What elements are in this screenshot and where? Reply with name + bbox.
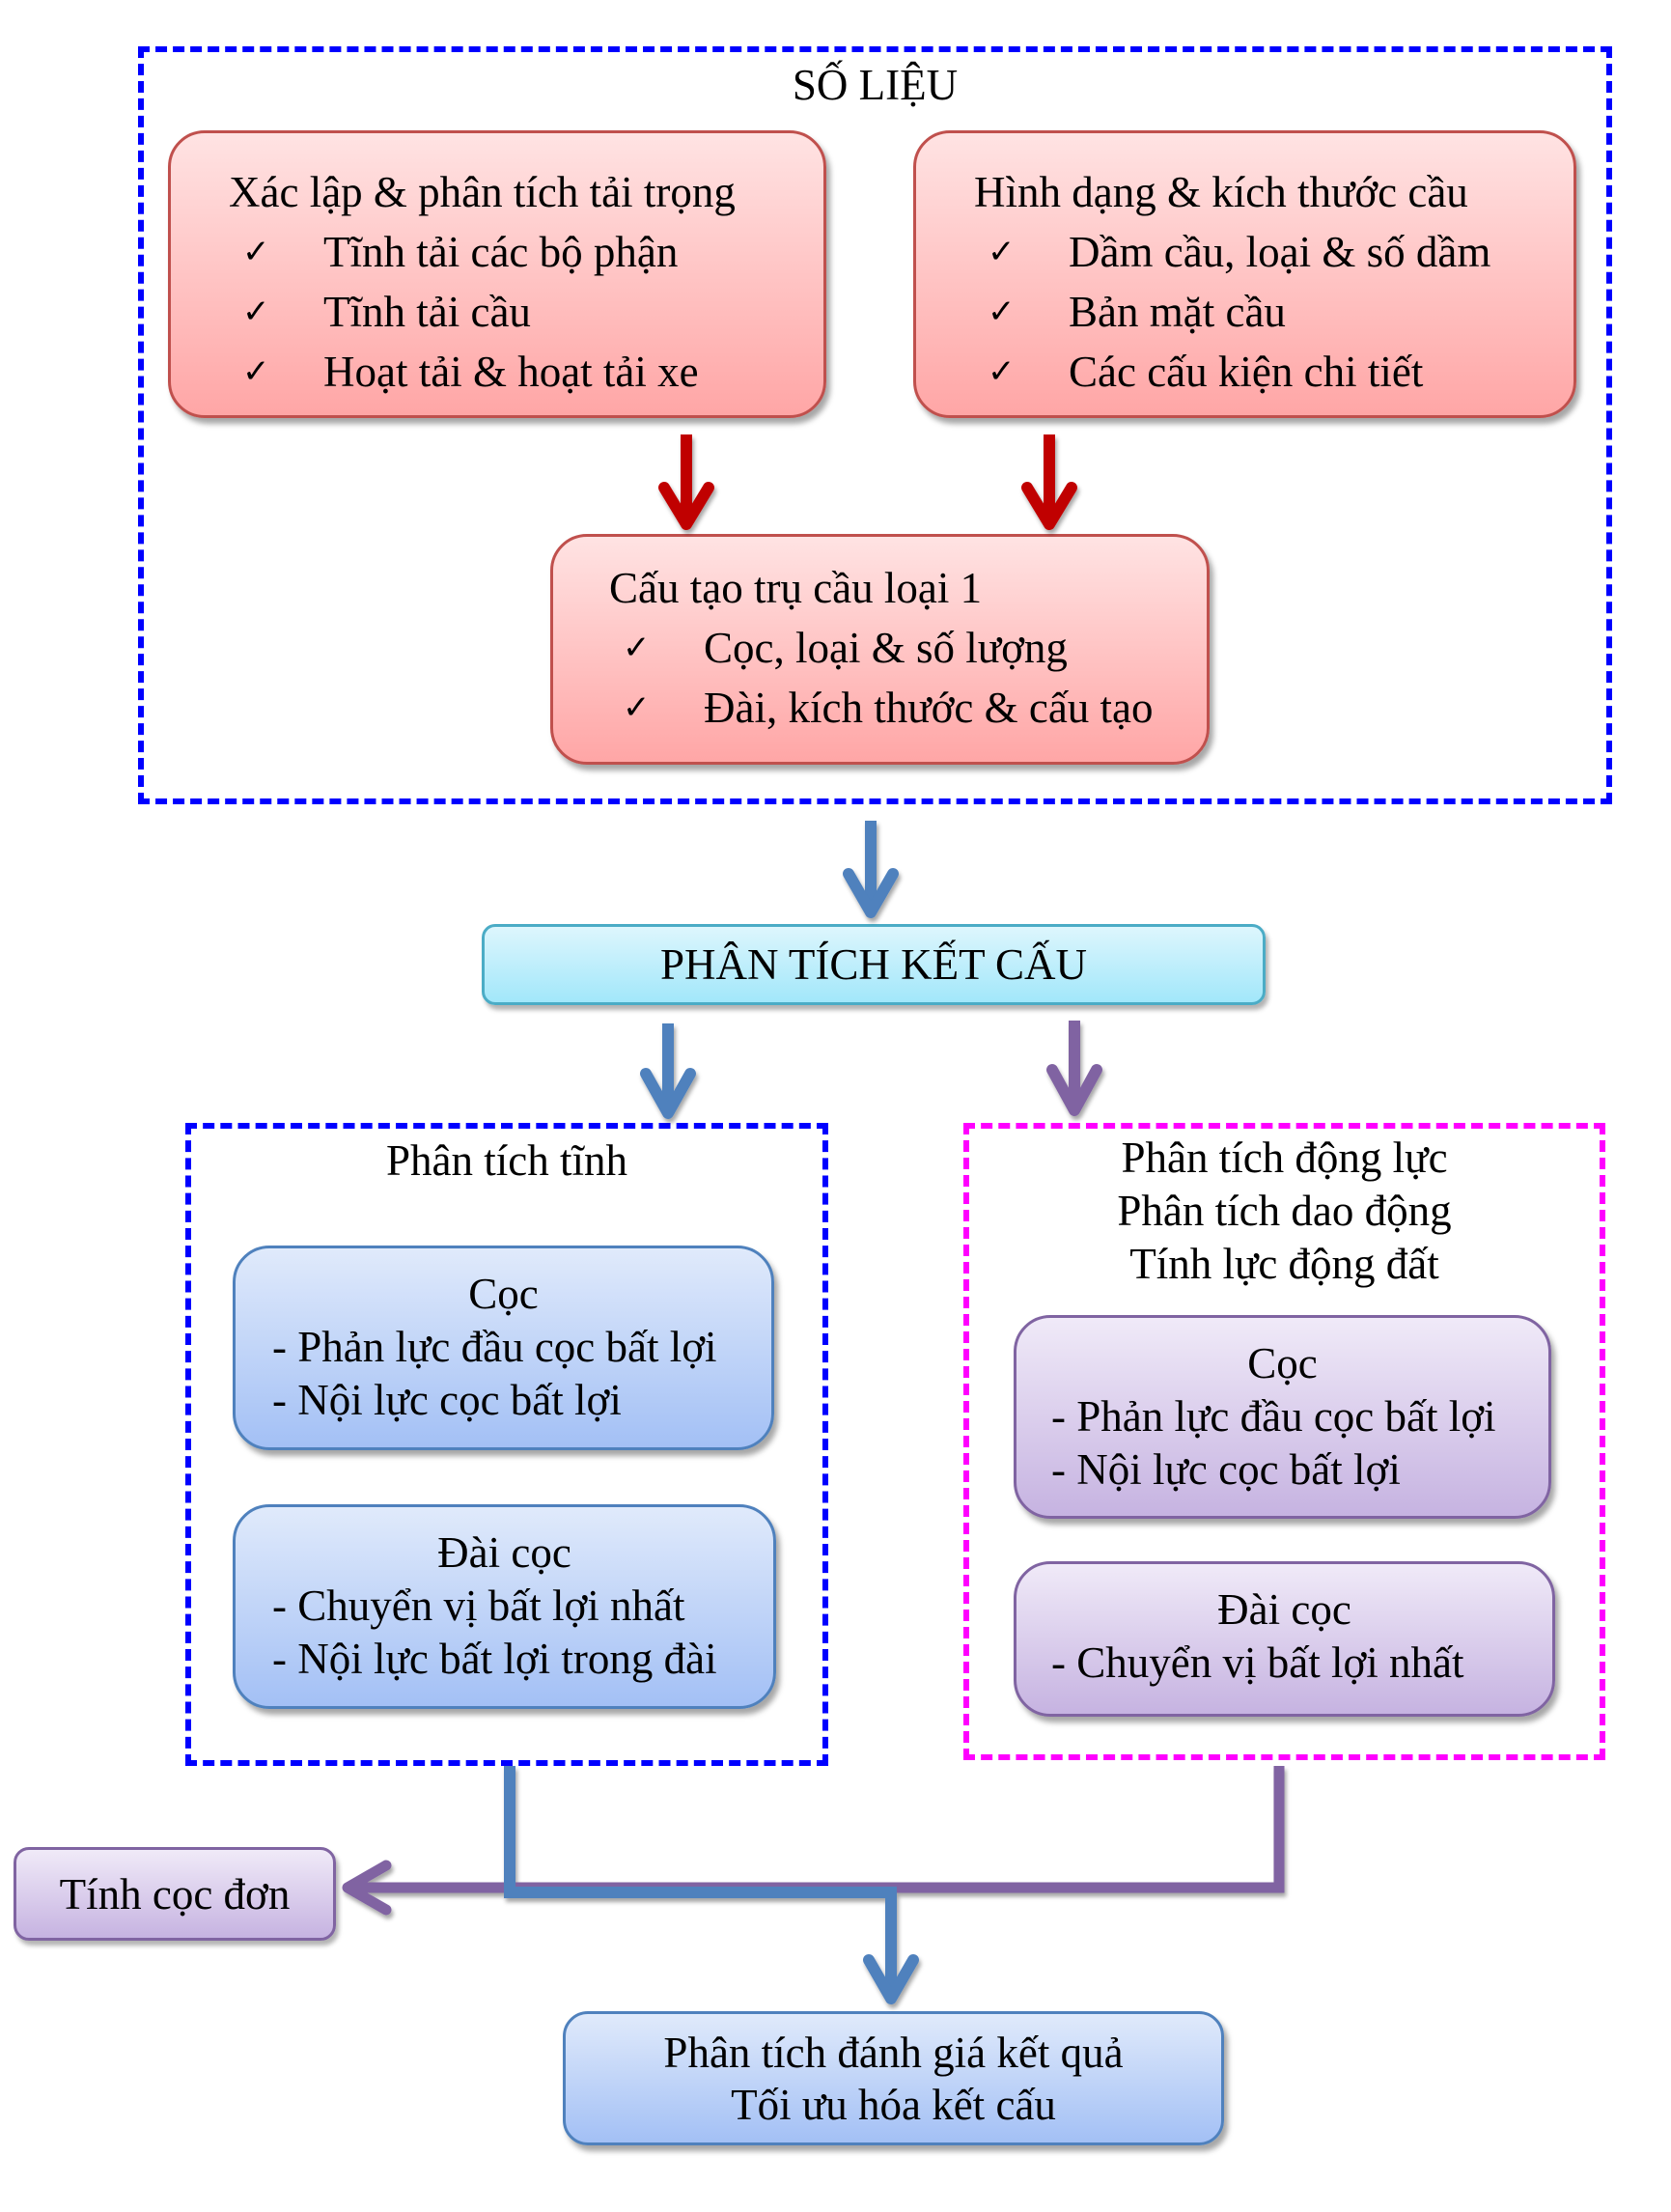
check-icon: ✓	[988, 233, 1016, 271]
dynamic-cap-title: Đài cọc	[1217, 1585, 1351, 1634]
check-icon: ✓	[623, 629, 651, 667]
check-icon: ✓	[242, 352, 270, 391]
load-analysis-list: ✓Tĩnh tải các bộ phận ✓Tĩnh tải cầu ✓Hoạ…	[229, 222, 823, 402]
purple-connector	[342, 1766, 1285, 1916]
dynamic-pile-item: - Phản lực đầu cọc bất lợi	[1051, 1392, 1496, 1441]
static-cap-box[interactable]: Đài cọc - Chuyển vị bất lợi nhất - Nội l…	[233, 1504, 776, 1709]
dynamic-cap-item: - Chuyển vị bất lợi nhất	[1051, 1638, 1464, 1687]
check-icon: ✓	[988, 352, 1016, 391]
check-icon: ✓	[988, 293, 1016, 331]
static-analysis-frame	[185, 1123, 828, 1766]
static-cap-title: Đài cọc	[437, 1528, 571, 1577]
static-pile-item: - Nội lực cọc bất lợi	[272, 1376, 622, 1424]
list-item: ✓Bản mặt cầu	[974, 282, 1574, 342]
list-item: ✓Đài, kích thước & cấu tạo	[609, 678, 1207, 738]
structural-analysis-label: PHÂN TÍCH KẾT CẤU	[659, 940, 1088, 989]
check-icon: ✓	[242, 233, 270, 271]
dynamic-pile-box[interactable]: Cọc - Phản lực đầu cọc bất lợi - Nội lực…	[1014, 1315, 1551, 1519]
data-group-title: SỐ LIỆU	[792, 61, 959, 109]
single-pile-label: Tính cọc đơn	[59, 1869, 291, 1918]
dynamic-analysis-frame	[963, 1123, 1605, 1760]
structural-analysis-box[interactable]: PHÂN TÍCH KẾT CẤU	[482, 924, 1266, 1005]
pier-structure-box[interactable]: Cấu tạo trụ cầu loại 1 ✓Cọc, loại & số l…	[550, 534, 1210, 765]
result-line: Tối ưu hóa kết cấu	[731, 2080, 1056, 2129]
dynamic-cap-box[interactable]: Đài cọc - Chuyển vị bất lợi nhất	[1014, 1561, 1555, 1717]
list-item: ✓Cọc, loại & số lượng	[609, 618, 1207, 678]
static-cap-item: - Chuyển vị bất lợi nhất	[272, 1582, 685, 1630]
list-item: ✓Tĩnh tải cầu	[229, 282, 823, 342]
static-pile-item: - Phản lực đầu cọc bất lợi	[272, 1323, 717, 1371]
list-item: ✓Dầm cầu, loại & số dầm	[974, 222, 1574, 282]
dynamic-analysis-title: Tính lực động đất	[1129, 1240, 1439, 1288]
pier-structure-title: Cấu tạo trụ cầu loại 1	[609, 564, 983, 612]
load-analysis-title: Xác lập & phân tích tải trọng	[229, 168, 736, 216]
bridge-geometry-box[interactable]: Hình dạng & kích thước cầu ✓Dầm cầu, loạ…	[913, 130, 1576, 418]
list-item: ✓Tĩnh tải các bộ phận	[229, 222, 823, 282]
result-line: Phân tích đánh giá kết quả	[663, 2028, 1124, 2077]
dynamic-analysis-title: Phân tích dao động	[1117, 1187, 1452, 1235]
dynamic-pile-item: - Nội lực cọc bất lợi	[1051, 1445, 1401, 1494]
dynamic-analysis-title: Phân tích động lực	[1121, 1134, 1448, 1182]
check-icon: ✓	[623, 688, 651, 727]
dynamic-pile-title: Cọc	[1247, 1339, 1318, 1387]
purple-arrow-to-dynamic	[1046, 1021, 1102, 1116]
blue-arrow-to-analysis	[843, 821, 899, 918]
list-item: ✓Các cấu kiện chi tiết	[974, 342, 1574, 402]
bridge-geometry-list: ✓Dầm cầu, loại & số dầm ✓Bản mặt cầu ✓Cá…	[974, 222, 1574, 402]
dynamic-analysis-titles: Phân tích động lực Phân tích dao động Tí…	[963, 1132, 1605, 1291]
static-cap-item: - Nội lực bất lợi trong đài	[272, 1635, 717, 1683]
blue-connector	[504, 1766, 919, 2004]
static-pile-box[interactable]: Cọc - Phản lực đầu cọc bất lợi - Nội lực…	[233, 1246, 774, 1450]
pier-structure-list: ✓Cọc, loại & số lượng ✓Đài, kích thước &…	[609, 618, 1207, 738]
single-pile-box[interactable]: Tính cọc đơn	[14, 1847, 336, 1941]
static-analysis-title: Phân tích tĩnh	[386, 1136, 627, 1185]
data-group-frame	[138, 46, 1612, 804]
result-box[interactable]: Phân tích đánh giá kết quả Tối ưu hóa kế…	[563, 2011, 1224, 2145]
check-icon: ✓	[242, 293, 270, 331]
list-item: ✓Hoạt tải & hoạt tải xe	[229, 342, 823, 402]
blue-arrow-to-static	[640, 1023, 696, 1119]
bridge-geometry-title: Hình dạng & kích thước cầu	[974, 168, 1468, 216]
static-pile-title: Cọc	[468, 1270, 539, 1318]
load-analysis-box[interactable]: Xác lập & phân tích tải trọng ✓Tĩnh tải …	[168, 130, 826, 418]
